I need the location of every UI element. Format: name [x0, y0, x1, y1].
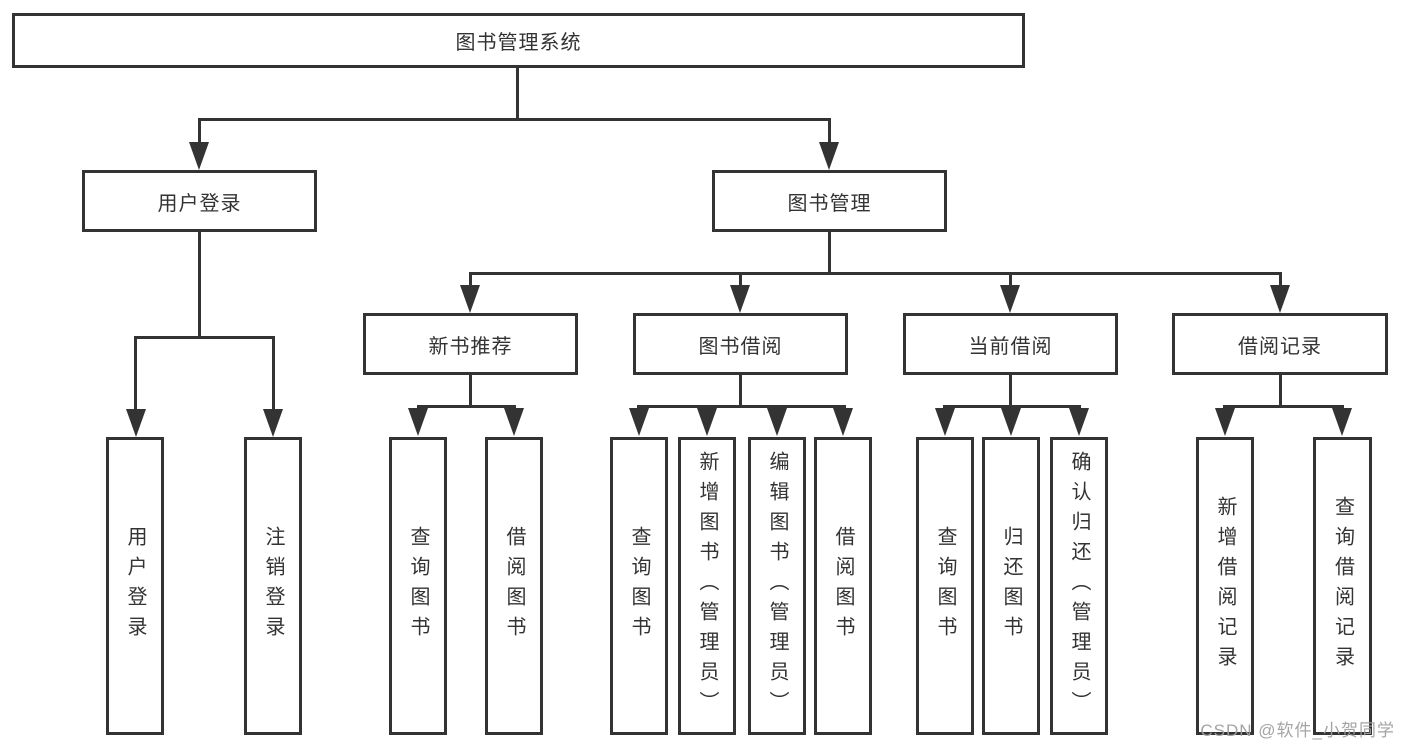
connector-bookmgmt-horizontal: [469, 272, 1282, 275]
arrow-down-icon: [408, 408, 428, 436]
connector-stem-book-management: [828, 118, 831, 144]
arrow-down-icon: [1270, 285, 1290, 313]
node-current-borrow: 当前借阅: [903, 313, 1118, 375]
connector-stem-user-login: [198, 118, 201, 144]
node-book-borrow: 图书借阅: [633, 313, 848, 375]
connector-sec2-horizontal: [943, 405, 1081, 408]
node-book-management: 图书管理: [712, 170, 947, 232]
connector-stem-leaf-login: [134, 336, 137, 411]
leaf-return-book-label: 归还图书: [1000, 526, 1022, 646]
arrow-down-icon: [730, 285, 750, 313]
node-borrow-records-label: 借阅记录: [1238, 335, 1322, 358]
connector-stem-leaf-logout: [272, 336, 275, 411]
connector-userlogin-vertical: [198, 232, 201, 336]
node-borrow-records: 借阅记录: [1172, 313, 1388, 375]
arrow-down-icon: [1215, 408, 1235, 436]
leaf-logout-label: 注销登录: [262, 526, 284, 646]
leaf-logout: 注销登录: [244, 437, 302, 735]
leaf-query-borrow-record: 查询借阅记录: [1313, 437, 1372, 735]
node-book-borrow-label: 图书借阅: [698, 335, 783, 358]
leaf-edit-book-admin-label: 编辑图书（管理员）: [766, 451, 788, 721]
watermark: CSDN @软件_小贺同学: [1200, 721, 1395, 740]
leaf-borrow-book: 借阅图书: [814, 437, 872, 735]
leaf-borrow-book-recommend-label: 借阅图书: [503, 526, 525, 646]
connector-root-vertical: [516, 68, 519, 120]
arrow-down-icon: [126, 409, 146, 437]
arrow-down-icon: [935, 408, 955, 436]
connector-sec3-horizontal: [1223, 405, 1344, 408]
leaf-query-book-recommend-label: 查询图书: [407, 526, 429, 646]
node-new-book-recommend: 新书推荐: [363, 313, 578, 375]
arrow-down-icon: [1332, 408, 1352, 436]
leaf-borrow-book-label: 借阅图书: [832, 526, 854, 646]
connector-stem-book-borrow: [739, 272, 742, 288]
connector-stem-current-borrow: [1009, 272, 1012, 288]
connector-sec1-vertical: [739, 375, 742, 408]
arrow-down-icon: [697, 408, 717, 436]
arrow-down-icon: [263, 409, 283, 437]
connector-root-horizontal: [198, 118, 831, 121]
connector-sec1-horizontal: [637, 405, 846, 408]
connector-sec0-vertical: [469, 375, 472, 408]
node-new-book-recommend-label: 新书推荐: [428, 335, 513, 358]
leaf-query-book-borrow: 查询图书: [610, 437, 668, 735]
arrow-down-icon: [833, 408, 853, 436]
arrow-down-icon: [460, 285, 480, 313]
arrow-down-icon: [189, 142, 209, 170]
leaf-add-book-admin: 新增图书（管理员）: [678, 437, 736, 735]
connector-userlogin-horizontal: [134, 336, 275, 339]
arrow-down-icon: [629, 408, 649, 436]
arrow-down-icon: [767, 408, 787, 436]
connector-sec2-vertical: [1009, 375, 1012, 408]
leaf-borrow-book-recommend: 借阅图书: [485, 437, 543, 735]
leaf-query-book-recommend: 查询图书: [389, 437, 447, 735]
node-user-login-label: 用户登录: [157, 192, 242, 215]
arrow-down-icon: [504, 408, 524, 436]
arrow-down-icon: [1069, 408, 1089, 436]
node-root-label: 图书管理系统: [455, 32, 582, 54]
leaf-user-login-label: 用户登录: [124, 526, 146, 646]
leaf-query-borrow-record-label: 查询借阅记录: [1331, 496, 1354, 676]
connector-bookmgmt-vertical: [828, 232, 831, 272]
connector-stem-borrow-records: [1279, 272, 1282, 288]
connector-sec3-vertical: [1279, 375, 1282, 408]
leaf-add-borrow-record: 新增借阅记录: [1196, 437, 1254, 735]
leaf-edit-book-admin: 编辑图书（管理员）: [748, 437, 806, 735]
leaf-query-book-current-label: 查询图书: [934, 526, 956, 646]
leaf-add-borrow-record-label: 新增借阅记录: [1214, 496, 1236, 676]
connector-sec0-horizontal: [417, 405, 516, 408]
arrow-down-icon: [819, 142, 839, 170]
arrow-down-icon: [1000, 285, 1020, 313]
leaf-confirm-return-admin-label: 确认归还（管理员）: [1068, 451, 1090, 721]
leaf-query-book-borrow-label: 查询图书: [628, 526, 650, 646]
leaf-add-book-admin-label: 新增图书（管理员）: [696, 451, 718, 721]
leaf-confirm-return-admin: 确认归还（管理员）: [1050, 437, 1108, 735]
connector-stem-new-book: [469, 272, 472, 288]
node-book-management-label: 图书管理: [787, 192, 872, 215]
node-root-library-system: 图书管理系统: [12, 13, 1025, 68]
arrow-down-icon: [1001, 408, 1021, 436]
node-current-borrow-label: 当前借阅: [968, 335, 1053, 358]
leaf-query-book-current: 查询图书: [916, 437, 974, 735]
leaf-user-login: 用户登录: [106, 437, 164, 735]
node-user-login: 用户登录: [82, 170, 317, 232]
leaf-return-book: 归还图书: [982, 437, 1040, 735]
